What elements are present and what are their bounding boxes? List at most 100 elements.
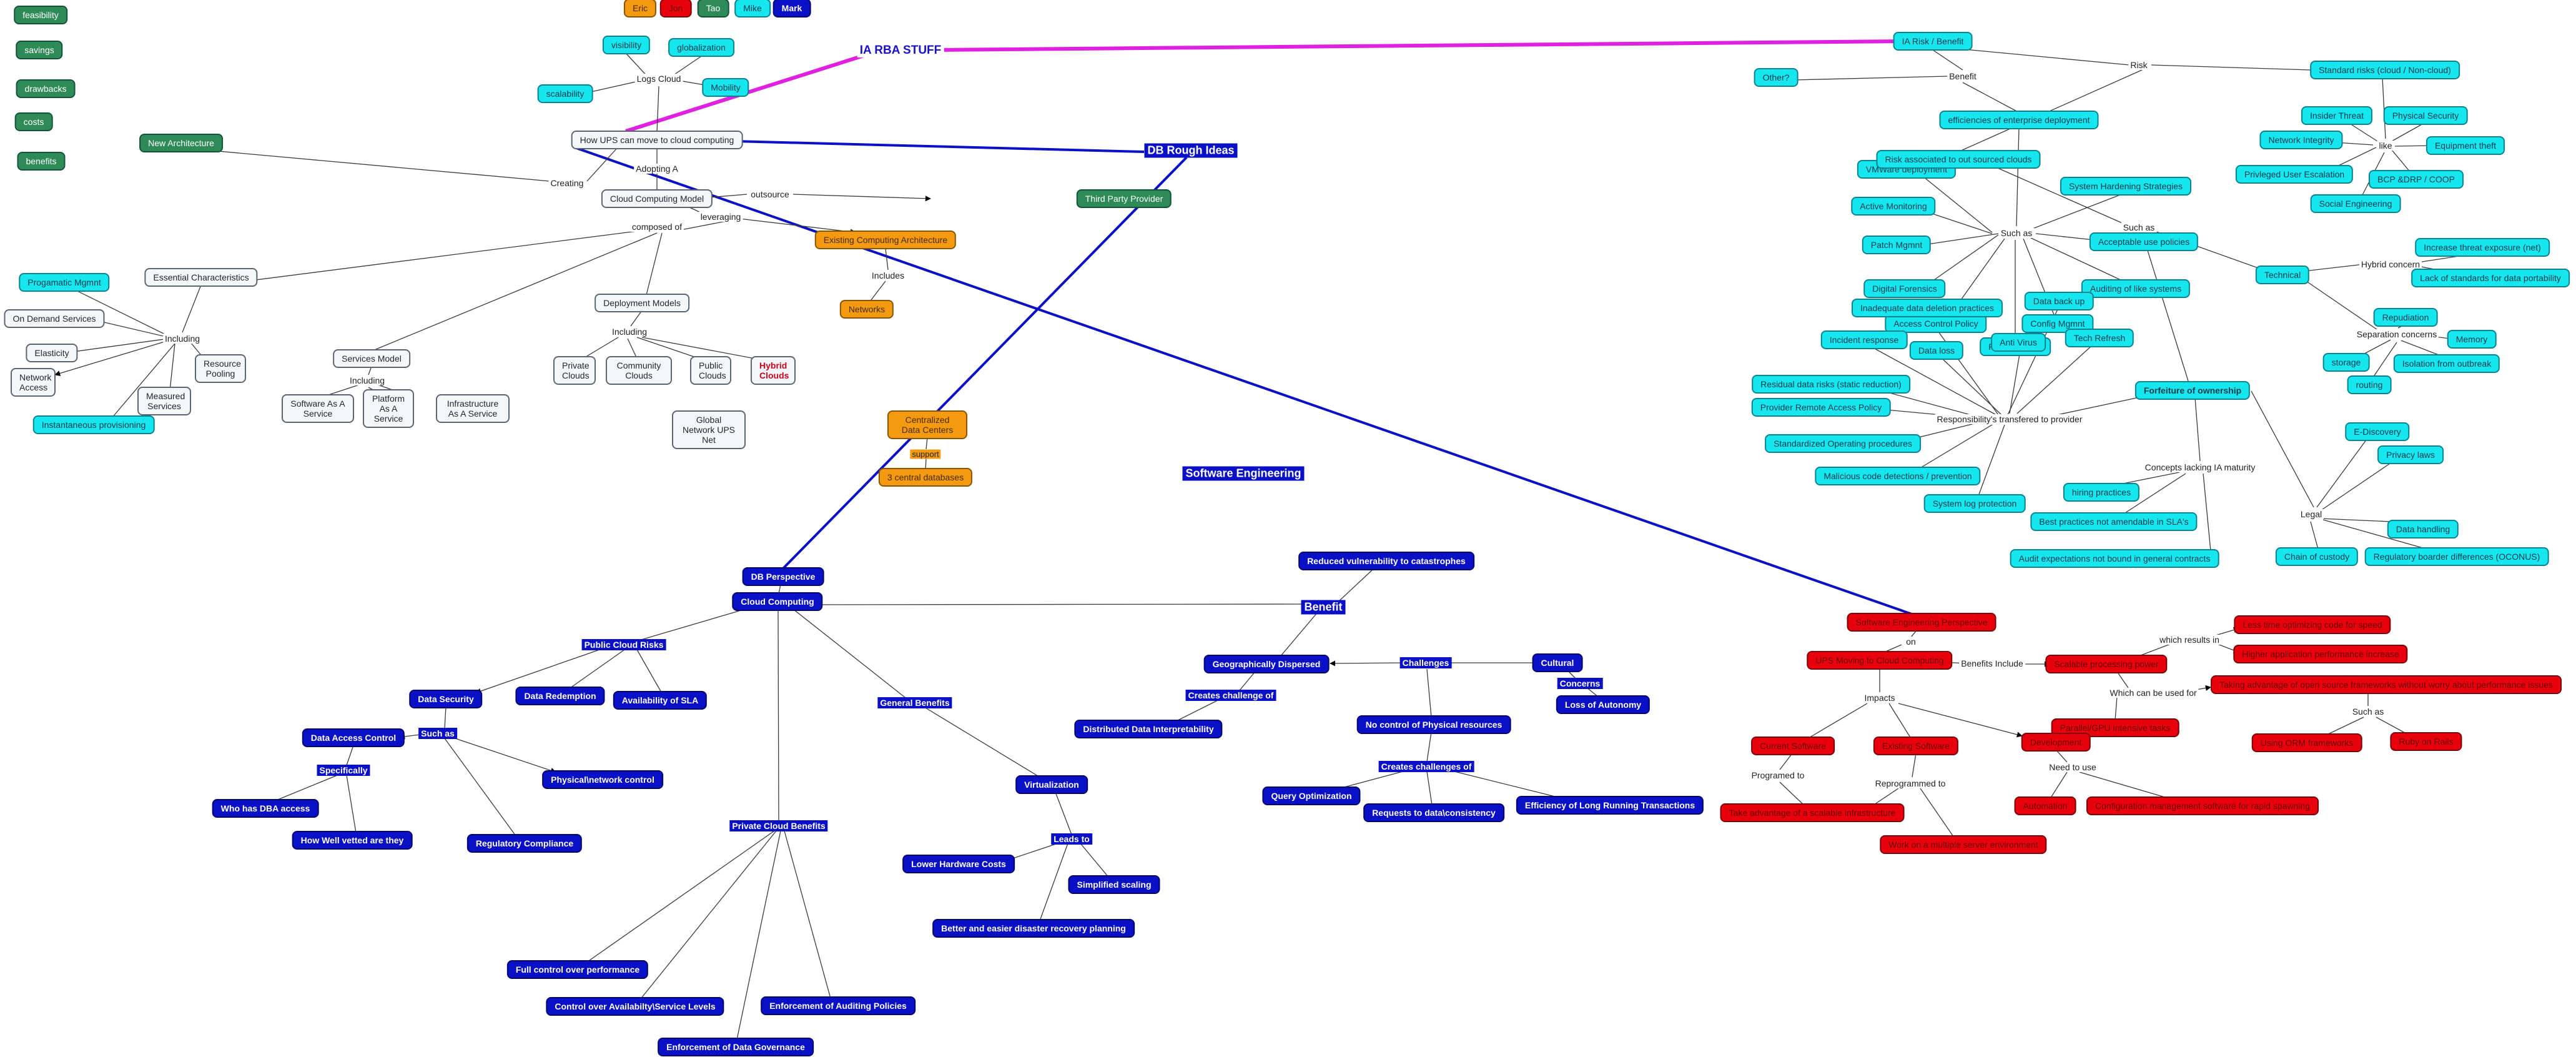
node-virtualization[interactable]: Virtualization xyxy=(1015,775,1088,794)
node-better-disaster-recovery[interactable]: Better and easier disaster recovery plan… xyxy=(932,919,1135,938)
node-incident-response[interactable]: Incident response xyxy=(1820,330,1908,349)
node-insider-threat[interactable]: Insider Threat xyxy=(2301,106,2373,125)
node-efficiencies-enterprise[interactable]: efficiencies of enterprise deployment xyxy=(1939,111,2099,129)
node-best-practices-sla[interactable]: Best practices not amendable in SLA's xyxy=(2030,512,2198,531)
node-no-control-physical-resources[interactable]: No control of Physical resources xyxy=(1356,715,1511,734)
node-standard-risks[interactable]: Standard risks (cloud / Non-cloud) xyxy=(2310,61,2460,79)
legend-drawbacks[interactable]: drawbacks xyxy=(16,79,76,98)
node-malicious-code-detection[interactable]: Malicious code detections / prevention xyxy=(1815,467,1981,485)
node-privleged-user-escalation[interactable]: Privleged User Escalation xyxy=(2235,165,2354,184)
node-higher-application-performance[interactable]: Higher application performance increase xyxy=(2233,645,2408,663)
node-data-redemption[interactable]: Data Redemption xyxy=(515,687,605,705)
node-essential-characteristics[interactable]: Essential Characteristics xyxy=(144,268,258,287)
node-config-management-software[interactable]: Configuration management software for ra… xyxy=(2086,796,2319,815)
node-social-engineering[interactable]: Social Engineering xyxy=(2310,194,2401,213)
node-risk-outsourced-clouds[interactable]: Risk associated to out sourced clouds xyxy=(1876,150,2041,169)
node-measured-services[interactable]: Measured Services xyxy=(137,387,191,415)
node-data-access-control[interactable]: Data Access Control xyxy=(302,728,405,747)
node-efficiency-long-running[interactable]: Efficiency of Long Running Transactions xyxy=(1516,796,1704,815)
node-instantaneous-provisioning[interactable]: Instantaneous provisioning xyxy=(32,415,155,434)
node-less-time-optimizing[interactable]: Less time optimizing code for speed xyxy=(2234,615,2391,634)
team-tao[interactable]: Tao xyxy=(697,0,729,17)
node-e-discovery[interactable]: E-Discovery xyxy=(2345,422,2410,441)
node-parallel-gpu-tasks[interactable]: Parallel/GPU intensive tasks xyxy=(2051,718,2179,737)
node-ruby-on-rails[interactable]: Ruby on Rails xyxy=(2390,732,2462,751)
node-software-engineering-perspective[interactable]: Software Engineering Perspective xyxy=(1847,613,1996,632)
node-db-perspective[interactable]: DB Perspective xyxy=(742,567,824,586)
node-requests-data-consistency[interactable]: Requests to data\consistency xyxy=(1363,803,1504,822)
node-data-handling[interactable]: Data handling xyxy=(2387,520,2459,538)
node-reduced-vulnerability[interactable]: Reduced vulnerability to catastrophes xyxy=(1298,552,1474,570)
node-technical[interactable]: Technical xyxy=(2255,265,2310,284)
node-paas[interactable]: Platform As A Service xyxy=(363,389,414,428)
node-residual-data-risks[interactable]: Residual data risks (static reduction) xyxy=(1752,375,1910,394)
node-enforcement-auditing[interactable]: Enforcement of Auditing Policies xyxy=(761,996,915,1015)
node-on-demand-services[interactable]: On Demand Services xyxy=(4,309,105,328)
node-tech-refresh[interactable]: Tech Refresh xyxy=(2065,329,2134,347)
node-data-security[interactable]: Data Security xyxy=(409,690,483,708)
node-simplified-scaling[interactable]: Simplified scaling xyxy=(1068,875,1160,894)
node-global-network-upsnet[interactable]: Global Network UPS Net xyxy=(672,410,746,449)
node-digital-forensics[interactable]: Digital Forensics xyxy=(1863,279,1946,298)
node-visibility[interactable]: visibility xyxy=(602,36,651,54)
node-lower-hardware-costs[interactable]: Lower Hardware Costs xyxy=(902,855,1015,873)
node-physical-security[interactable]: Physical Security xyxy=(2383,106,2468,125)
node-multiple-server-environment[interactable]: Work on a multiple server environment xyxy=(1880,835,2047,854)
node-increase-threat-exposure[interactable]: Increase threat exposure (net) xyxy=(2415,238,2550,257)
legend-feasibility[interactable]: feasibility xyxy=(14,6,67,24)
node-regulatory-boarder[interactable]: Regulatory boarder differences (OCONUS) xyxy=(2364,547,2549,566)
node-acceptable-use-policies[interactable]: Acceptable use policies xyxy=(2089,232,2199,251)
node-query-optimization[interactable]: Query Optimization xyxy=(1262,787,1361,805)
node-data-back-up[interactable]: Data back up xyxy=(2024,292,2094,310)
team-jon[interactable]: Jon xyxy=(659,0,692,17)
node-isolation-from-outbreak[interactable]: Isolation from outbreak xyxy=(2393,354,2500,373)
node-physical-network-control[interactable]: Physical\network control xyxy=(542,770,663,789)
node-resource-pooling[interactable]: Resource Pooling xyxy=(195,354,246,383)
node-geographically-dispersed[interactable]: Geographically Dispersed xyxy=(1203,655,1330,673)
node-automation[interactable]: Automation xyxy=(2014,796,2076,815)
node-system-log-protection[interactable]: System log protection xyxy=(1923,494,2026,513)
node-new-architecture[interactable]: New Architecture xyxy=(139,134,223,152)
node-loss-of-autonomy[interactable]: Loss of Autonomy xyxy=(1556,695,1651,714)
node-storage[interactable]: storage xyxy=(2322,353,2370,372)
node-how-ups-move-cloud[interactable]: How UPS can move to cloud computing xyxy=(571,131,743,149)
node-standardized-operating-procedures[interactable]: Standardized Operating procedures xyxy=(1765,434,1921,453)
node-scalable-processing-power[interactable]: Scalable processing power xyxy=(2045,655,2168,673)
node-patch-mgmnt[interactable]: Patch Mgmnt xyxy=(1862,236,1932,254)
node-auditing-like-systems[interactable]: Auditing of like systems xyxy=(2081,279,2191,298)
node-audit-expectations[interactable]: Audit expectations not bound in general … xyxy=(2010,549,2219,568)
node-hiring-practices[interactable]: hiring practices xyxy=(2063,483,2140,502)
node-cultural[interactable]: Cultural xyxy=(1532,653,1583,672)
node-deployment-models[interactable]: Deployment Models xyxy=(595,294,689,312)
node-network-integrity[interactable]: Network Integrity xyxy=(2259,131,2343,149)
node-routing[interactable]: routing xyxy=(2347,375,2392,394)
node-who-has-dba-access[interactable]: Who has DBA access xyxy=(212,799,319,818)
node-3-central-databases[interactable]: 3 central databases xyxy=(878,468,973,487)
node-scalability[interactable]: scalability xyxy=(537,84,593,103)
node-globalization[interactable]: globalization xyxy=(668,38,734,57)
node-control-availability[interactable]: Control over Availabilty\Service Levels xyxy=(546,997,724,1016)
legend-costs[interactable]: costs xyxy=(14,112,53,131)
node-how-well-vetted[interactable]: How Well vetted are they xyxy=(292,831,413,850)
node-repudiation[interactable]: Repudiation xyxy=(2373,308,2438,327)
node-regulatory-compliance[interactable]: Regulatory Compliance xyxy=(466,834,583,853)
node-services-model[interactable]: Services Model xyxy=(333,349,410,368)
node-current-software[interactable]: Current Software xyxy=(1751,737,1835,755)
node-iaas[interactable]: Infrastructure As A Service xyxy=(436,394,510,423)
node-progamatic-mgmnt[interactable]: Progamatic Mgmnt xyxy=(19,273,110,292)
legend-benefits[interactable]: benefits xyxy=(17,152,66,171)
node-system-hardening[interactable]: System Hardening Strategies xyxy=(2060,177,2192,196)
node-enforcement-governance[interactable]: Enforcement of Data Governance xyxy=(658,1038,814,1056)
node-other[interactable]: Other? xyxy=(1754,68,1799,87)
node-development[interactable]: Development xyxy=(2021,733,2091,752)
node-availability-sla[interactable]: Availability of SLA xyxy=(613,691,708,710)
node-inadequate-data-deletion[interactable]: Inadequate data deletion practices xyxy=(1851,299,2003,317)
node-equipment-theft[interactable]: Equipment theft xyxy=(2425,136,2505,155)
node-privacy-laws[interactable]: Privacy laws xyxy=(2377,445,2444,464)
node-scalable-infrastructure[interactable]: Take advantage of a scalable infrastruct… xyxy=(1720,803,1905,822)
node-cloud-computing-db[interactable]: Cloud Computing xyxy=(732,592,823,611)
node-elasticity[interactable]: Elasticity xyxy=(26,344,78,362)
node-using-orm-frameworks[interactable]: Using ORM frameworks xyxy=(2251,733,2362,752)
node-open-source-frameworks[interactable]: Taking advantage of open source framewor… xyxy=(2211,675,2562,694)
node-private-clouds[interactable]: Private Clouds xyxy=(553,356,596,385)
